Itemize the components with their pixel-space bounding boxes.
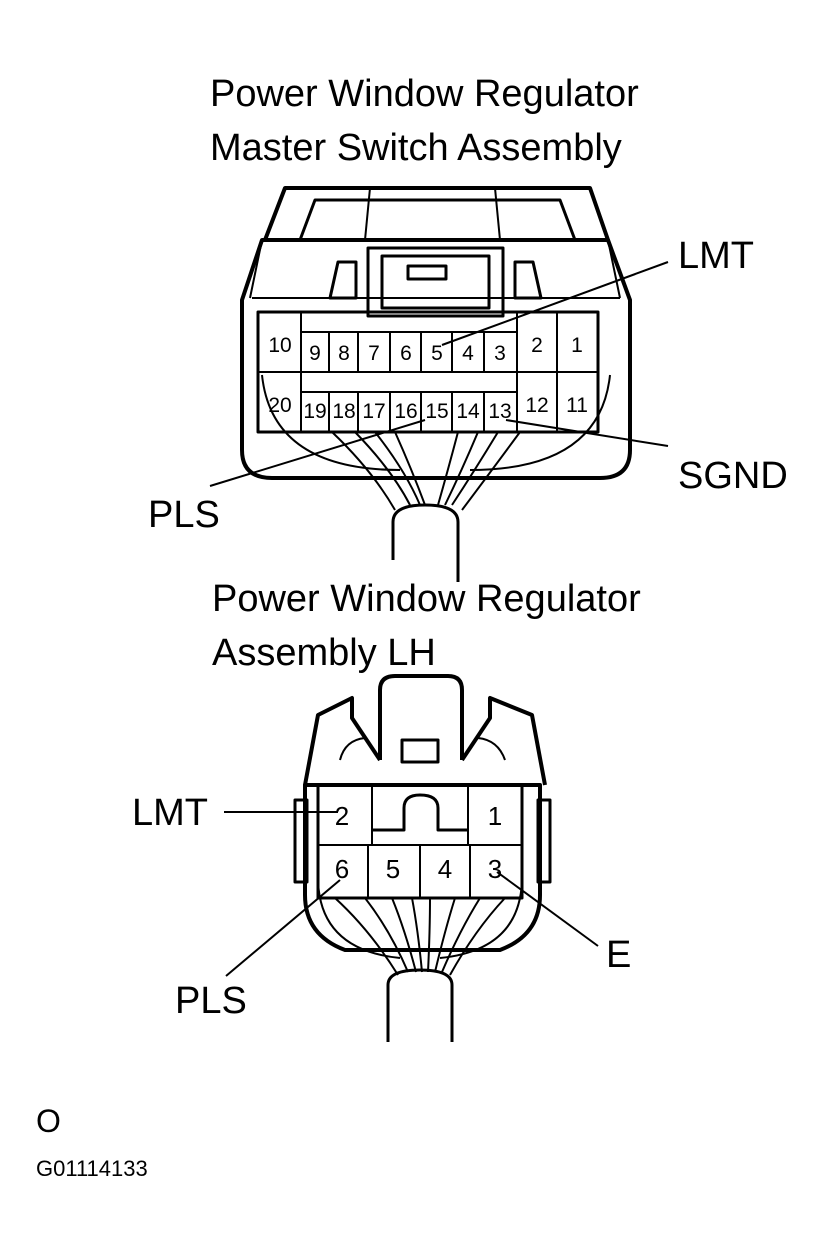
pin-18: 18 (332, 400, 355, 423)
figure-id: G01114133 (36, 1156, 148, 1181)
pin-b-6: 6 (335, 854, 349, 884)
top-pin-row1: 10 9 8 7 6 5 4 3 2 1 (268, 334, 583, 365)
pin-3: 3 (494, 342, 506, 365)
top-title-line2: Master Switch Assembly (210, 127, 622, 169)
pls-leader-bottom (225, 879, 341, 977)
top-pin-row2: 20 19 18 17 16 15 14 13 12 11 (268, 394, 588, 423)
pin-13: 13 (488, 400, 511, 423)
lmt-label-bottom: LMT (132, 792, 208, 834)
pin-1: 1 (571, 334, 583, 357)
master-switch-connector (240, 186, 632, 582)
pin-5: 5 (431, 342, 443, 365)
lmt-label-top: LMT (678, 235, 754, 277)
bottom-title-line1: Power Window Regulator (212, 578, 641, 620)
pin-20: 20 (268, 394, 291, 417)
bottom-title-line2: Assembly LH (212, 632, 436, 674)
pin-b-4: 4 (438, 854, 452, 884)
pin-15: 15 (425, 400, 448, 423)
pin-4: 4 (462, 342, 474, 365)
pin-9: 9 (309, 342, 321, 365)
pin-17: 17 (362, 400, 385, 423)
e-label: E (606, 934, 631, 976)
pin-10: 10 (268, 334, 291, 357)
pls-label-bottom: PLS (175, 980, 247, 1022)
pin-2: 2 (531, 334, 543, 357)
pin-14: 14 (456, 400, 480, 423)
top-title-line1: Power Window Regulator (210, 73, 639, 115)
pin-8: 8 (338, 342, 350, 365)
pin-b-2: 2 (335, 801, 349, 831)
pin-7: 7 (368, 342, 380, 365)
pin-b-3: 3 (488, 854, 502, 884)
pin-b-1: 1 (488, 801, 502, 831)
regulator-connector (293, 674, 552, 1042)
pls-leader-top (209, 419, 426, 487)
pin-11: 11 (566, 394, 588, 417)
bottom-pin-row2: 6 5 4 3 (335, 854, 502, 884)
bottom-pin-row1: 2 1 (335, 801, 502, 831)
pin-6: 6 (400, 342, 412, 365)
sgnd-leader (505, 419, 669, 447)
footer-mark: O (36, 1103, 61, 1139)
pin-b-5: 5 (386, 854, 400, 884)
pin-12: 12 (525, 394, 548, 417)
lmt-leader-top (441, 261, 669, 346)
pls-label-top: PLS (148, 494, 220, 536)
sgnd-label: SGND (678, 455, 788, 497)
e-leader (496, 871, 599, 947)
pin-19: 19 (303, 400, 326, 423)
pin-16: 16 (394, 400, 417, 423)
